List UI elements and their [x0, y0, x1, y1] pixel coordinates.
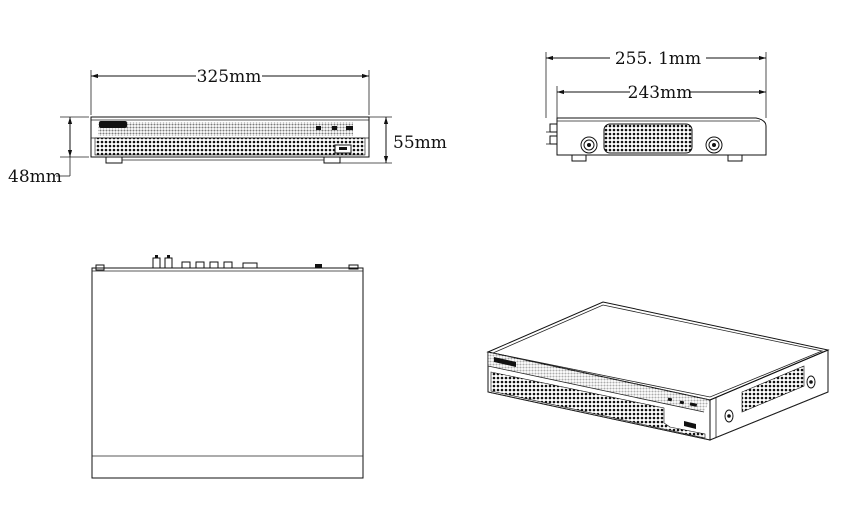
front-total-height-label: 55mm — [393, 133, 447, 153]
bnc-connector — [164, 255, 173, 269]
led-indicator-icon — [679, 400, 685, 405]
front-width-label: 325mm — [197, 67, 262, 87]
rear-connector — [181, 261, 191, 269]
side-total-depth-label: 255. 1mm — [615, 49, 701, 69]
rear-connector — [242, 262, 258, 269]
rear-connector — [223, 261, 233, 269]
rear-connector — [549, 123, 558, 133]
front-mesh-panel — [94, 137, 366, 156]
isometric-view — [486, 301, 830, 441]
side-vent-mesh — [603, 123, 693, 154]
brand-logo-icon — [494, 357, 516, 367]
screw-icon — [580, 136, 598, 154]
rear-connector — [195, 261, 205, 269]
side-body-depth-label: 243mm — [628, 83, 693, 103]
device-foot — [727, 154, 743, 162]
side-view: 255. 1mm 243mm — [545, 49, 767, 162]
led-indicator-icon — [332, 126, 337, 130]
device-foot — [571, 154, 587, 162]
device-foot — [105, 156, 123, 164]
usb-port-icon — [684, 421, 696, 429]
iso-front-mesh — [490, 371, 706, 439]
led-indicator-icon — [667, 397, 673, 402]
led-indicator-icon — [316, 126, 321, 130]
front-view: 325mm 48mm 55mm — [8, 67, 447, 187]
side-vent-mesh — [741, 365, 805, 413]
screw-icon — [724, 409, 734, 423]
power-switch-icon — [315, 264, 322, 268]
led-indicator-icon — [346, 126, 353, 130]
device-foot — [323, 156, 341, 164]
led-indicator-icon — [689, 402, 698, 407]
front-body-height-label: 48mm — [8, 167, 62, 187]
rear-connector — [348, 264, 359, 270]
screw-icon — [705, 136, 723, 154]
rear-connector — [95, 264, 105, 271]
rear-connector — [209, 261, 219, 269]
bnc-connector — [152, 255, 161, 269]
brand-logo-icon — [99, 121, 127, 128]
screw-icon — [806, 375, 816, 389]
top-view — [91, 255, 364, 479]
rear-connector — [549, 135, 558, 145]
